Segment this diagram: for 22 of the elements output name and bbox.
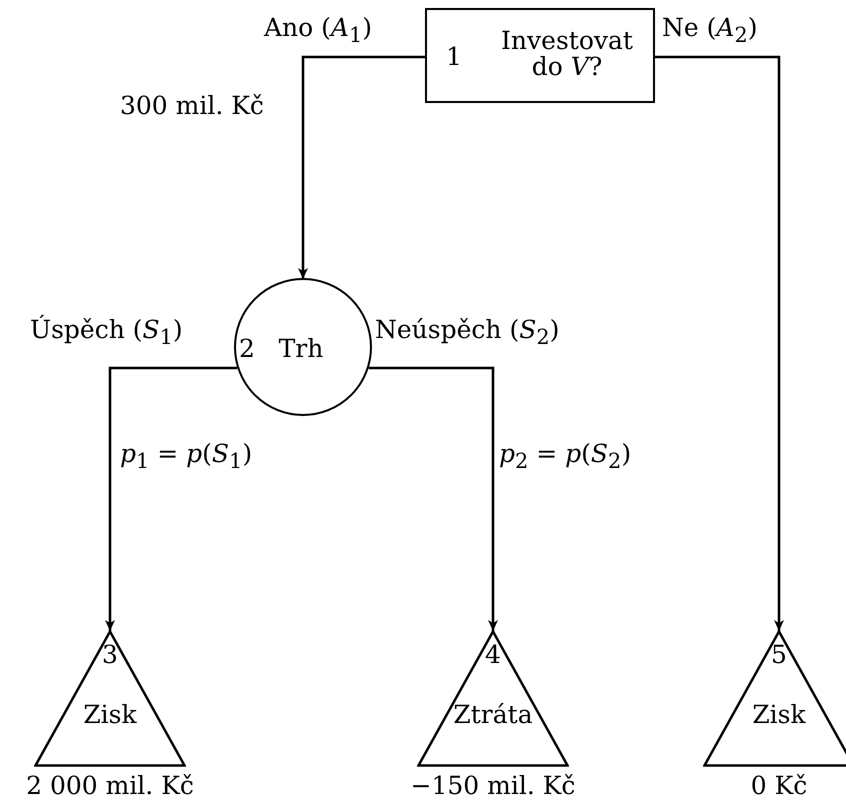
node-number: 3 [101, 642, 119, 668]
node-label: Zisk [82, 702, 138, 728]
node-number: 4 [484, 642, 502, 668]
payoff-value: −150 mil. Kč [410, 773, 576, 800]
decision-box [425, 8, 655, 103]
node-label: Zisk [751, 702, 807, 728]
payoff-value: 2 000 mil. Kč [25, 773, 195, 800]
node-number: 1 [445, 44, 463, 70]
arrow [368, 366, 498, 631]
outcome-triangle [703, 630, 846, 767]
arrow [655, 56, 784, 631]
outcome-triangle [417, 630, 569, 767]
node-number: 2 [238, 336, 256, 362]
node-label: Trh [278, 336, 324, 362]
arrow [105, 366, 238, 631]
chance-circle [234, 278, 372, 416]
outcome-triangle [34, 630, 186, 767]
node-number: 5 [770, 642, 788, 668]
node-label: Investovat do V? [500, 28, 634, 80]
arrow [298, 56, 425, 279]
payoff-value: 0 Kč [750, 773, 808, 800]
node-label: Ztráta [452, 702, 534, 728]
